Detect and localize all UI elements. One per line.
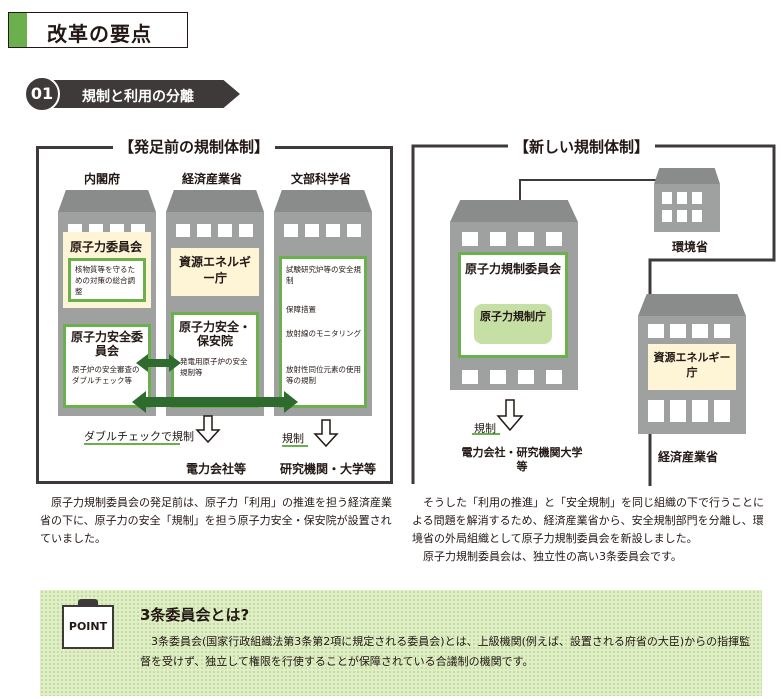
building-roof	[638, 294, 746, 316]
energy-agency-after-label: 資源エネルギー庁	[653, 351, 731, 379]
double-check-label: ダブルチェックで規制	[84, 430, 194, 443]
window	[284, 224, 298, 237]
energy-agency-box	[171, 248, 259, 296]
window	[662, 192, 672, 204]
window	[347, 224, 361, 237]
window	[677, 192, 687, 204]
secretariat-label: 原子力規制庁	[480, 310, 546, 323]
window	[305, 224, 319, 237]
after-target: 電力会社・研究機関大学等	[461, 446, 583, 473]
mext-regulation-label: 規制	[282, 432, 304, 445]
window	[670, 400, 686, 422]
nisa-note: 発電用原子炉の安全規制等	[180, 357, 248, 377]
mext-item: 放射性同位元素の使用等の規制	[286, 365, 361, 385]
window	[218, 224, 232, 237]
building-roof	[166, 190, 264, 212]
regulation-arrow-down	[195, 415, 339, 448]
cabinet-committee-label: 原子力委員会	[70, 240, 143, 254]
target-power-companies: 電力会社等	[186, 462, 247, 476]
window	[714, 324, 730, 338]
mext-item: 保障措置	[286, 305, 316, 314]
nra-label: 原子力規制委員会	[464, 262, 561, 276]
mext-item: 試験研究炉等の安全規制	[286, 265, 361, 285]
ministry-cabinet-office: 内閣府	[84, 172, 121, 186]
building-roof	[274, 190, 372, 212]
window	[692, 210, 702, 222]
window	[692, 400, 708, 422]
after-regulation-arrow	[472, 399, 524, 435]
window	[462, 232, 478, 246]
window	[546, 232, 562, 246]
window	[490, 370, 506, 384]
after-regulation-label: 規制	[474, 422, 496, 435]
meti-after-label: 経済産業省	[658, 450, 719, 464]
safety-commission-box	[63, 324, 151, 408]
point-box	[40, 590, 762, 696]
target-research-universities: 研究機関・大学等	[280, 462, 377, 476]
window	[518, 370, 534, 384]
safety-commission-note: 原子炉の安全審査のダブルチェック等	[72, 365, 140, 385]
ministry-meti: 経済産業省	[182, 172, 243, 186]
ministry-mext: 文部科学省	[291, 172, 352, 186]
before-connectors	[84, 354, 339, 448]
label-underline	[84, 443, 308, 447]
window	[714, 400, 730, 422]
mext-item: 放射線のモニタリング	[286, 329, 361, 338]
page-title: 改革の要点	[47, 22, 152, 46]
header-accent-bar	[9, 13, 27, 47]
safety-commission-label: 原子力安全委員会	[70, 330, 143, 358]
energy-agency-after-box	[648, 344, 736, 390]
window	[546, 370, 562, 384]
moe-label: 環境省	[672, 240, 709, 254]
window	[662, 210, 672, 222]
window	[176, 224, 190, 237]
window	[677, 210, 687, 222]
window	[670, 324, 686, 338]
point-title: 3条委員会とは?	[140, 606, 250, 624]
double-check-arrow	[136, 354, 181, 372]
section-title: 規制と利用の分離	[82, 89, 194, 105]
building-roof	[654, 168, 720, 184]
nisa-label: 原子力安全・保安院	[178, 320, 251, 348]
right-paragraph: そうした「利用の推進」と「安全規制」を同じ組織の下で行うことによる問題を解消する…	[412, 496, 764, 545]
section-number: 01	[24, 76, 60, 112]
clipboard-clip-icon	[78, 599, 98, 607]
window	[239, 224, 253, 237]
left-paragraph: 原子力規制委員会の発足前は、原子力「利用」の推進を担う経済産業省の下に、原子力の…	[40, 496, 392, 545]
window	[462, 370, 478, 384]
mext-duties-box	[279, 256, 367, 408]
window	[692, 192, 702, 204]
section-label: 01 規制と利用の分離	[24, 76, 240, 112]
window	[648, 324, 664, 338]
window	[197, 224, 211, 237]
before-title: 【発足前の規制体制】	[113, 136, 276, 157]
secretariat-box	[474, 304, 552, 344]
window	[326, 224, 340, 237]
cabinet-committee-note: 核物質等を守るための対策の総合調整	[68, 258, 146, 302]
point-badge: POINT	[62, 605, 114, 649]
page-header: 改革の要点	[8, 12, 188, 48]
point-body: 3条委員会(国家行政組織法第3条第2項に規定される委員会)とは、上級機関(例えば…	[140, 635, 751, 668]
window	[518, 232, 534, 246]
window	[490, 232, 506, 246]
energy-agency-label: 資源エネルギー庁	[178, 255, 251, 285]
window	[648, 400, 664, 422]
building-roof	[58, 190, 156, 212]
window	[692, 324, 708, 338]
after-title: 【新しい規制体制】	[508, 136, 656, 157]
section-arrow-shape	[34, 80, 240, 108]
building-roof	[450, 200, 578, 222]
mext-link-arrow	[132, 391, 298, 413]
right-paragraph-2: 原子力規制委員会は、独立性の高い3条委員会です。	[423, 550, 682, 563]
